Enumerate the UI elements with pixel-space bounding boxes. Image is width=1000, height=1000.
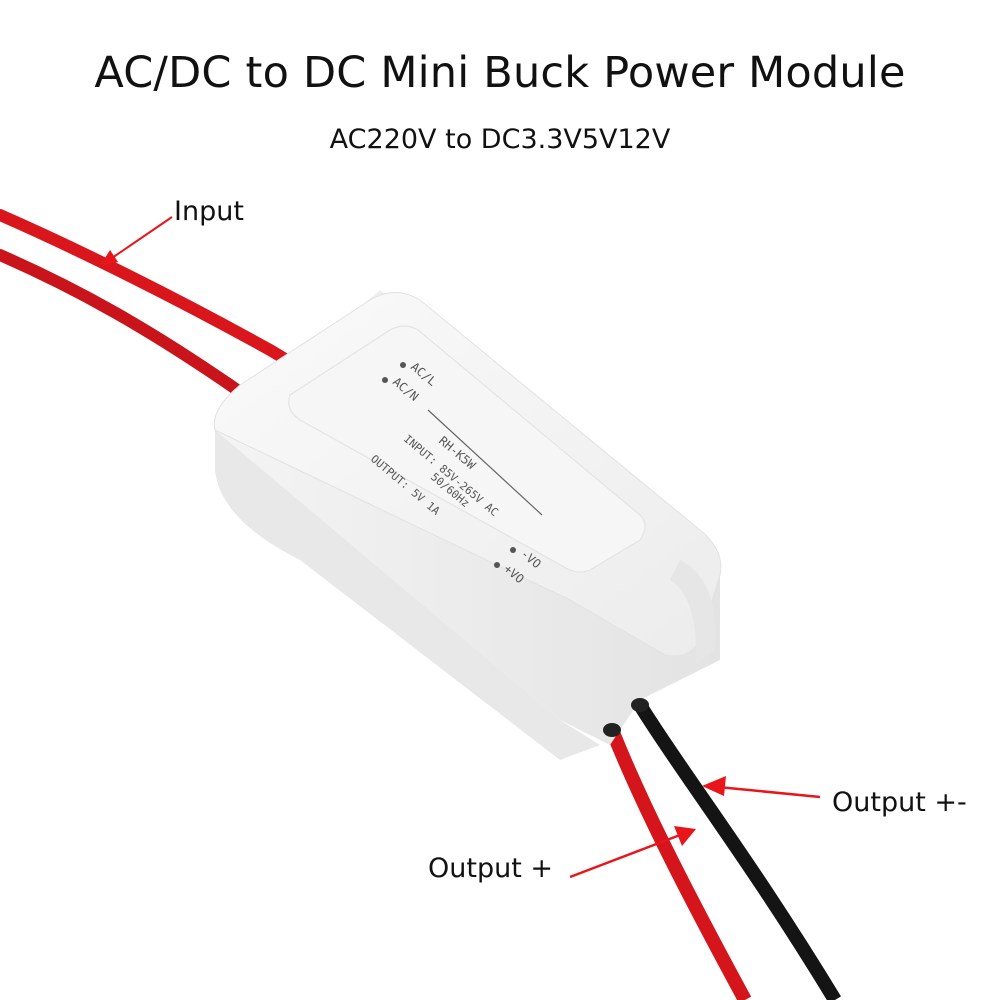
- output-pos-arrowhead-icon: [674, 826, 696, 846]
- output-wires: [605, 701, 841, 1000]
- output-neg-label: Output +-: [832, 787, 967, 818]
- output-pos-label: Output +: [428, 853, 553, 884]
- annotation-arrows: [100, 216, 821, 879]
- power-module: AC/L AC/N RH-K5W INPUT: 85V-265V AC 50/6…: [213, 290, 722, 760]
- input-label: Input: [174, 196, 244, 227]
- pin-dot-pos-vo: [494, 562, 500, 568]
- pin-dot-ac-n: [382, 377, 388, 383]
- page-title: AC/DC to DC Mini Buck Power Module: [94, 48, 906, 98]
- input-arrowhead-icon: [100, 250, 118, 266]
- page-subtitle: AC220V to DC3.3V5V12V: [329, 124, 671, 155]
- input-wires: [0, 209, 326, 426]
- label-panel: [288, 325, 646, 573]
- output-neg-arrowhead-icon: [702, 776, 726, 796]
- pin-dot-ac-l: [400, 362, 406, 368]
- pin-dot-neg-vo: [510, 547, 516, 553]
